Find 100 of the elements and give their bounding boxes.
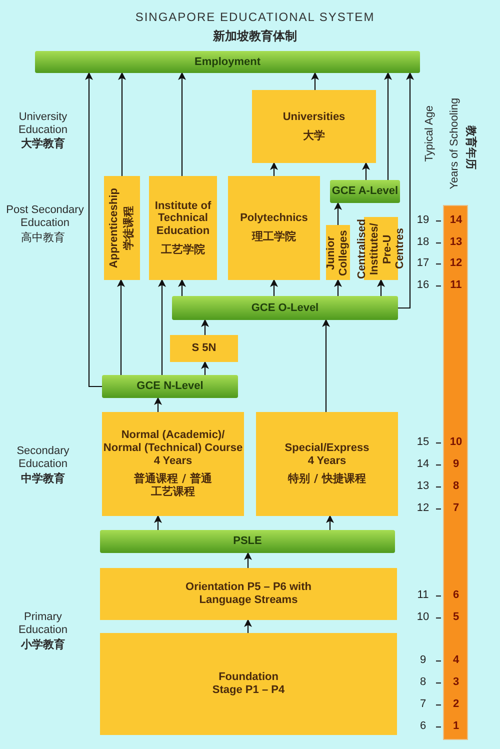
chinese-label: 大学: [303, 130, 325, 142]
arrow: [201, 319, 209, 335]
exam-bar: [172, 296, 398, 320]
years-number: 14: [448, 214, 464, 226]
box-title: GCE O-Level: [251, 302, 319, 314]
box-title: Polytechnics: [240, 212, 308, 225]
chinese-label: 普通课程 / 普通工艺课程: [133, 473, 213, 499]
years-number: 5: [452, 611, 460, 623]
years-number: 3: [452, 676, 460, 688]
arrow: [362, 162, 370, 180]
arrow: [270, 279, 278, 296]
stage-box: [100, 568, 397, 620]
box-title: Centralised Institutes/ Pre-U Centres: [356, 218, 406, 280]
age-number: 18: [416, 236, 430, 248]
stage-box: [149, 176, 217, 280]
arrow: [85, 72, 102, 388]
stage-label: Primary Education: [18, 611, 68, 638]
age-number: 8: [418, 676, 428, 688]
axis-heading: Typical Age: [423, 104, 436, 164]
age-number: 11: [416, 589, 430, 601]
years-number: 2: [452, 698, 460, 710]
exam-bar: [330, 180, 400, 203]
age-number: 14: [416, 458, 430, 470]
box-title: PSLE: [233, 535, 262, 548]
stage-label: Secondary Education: [16, 445, 70, 472]
arrow: [334, 279, 342, 296]
box-title: GCE A-Level: [332, 185, 398, 198]
box-title: Junior Colleges: [325, 228, 351, 278]
stage-label: 高中教育: [20, 232, 66, 246]
stage-box: [256, 412, 398, 516]
title: SINGAPORE EDUCATIONAL SYSTEM: [134, 10, 376, 24]
stage-box: [252, 90, 376, 163]
exam-bar: [102, 375, 238, 398]
years-number: 13: [448, 236, 464, 248]
box-title: Foundation Stage P1 – P4: [211, 671, 286, 697]
arrow: [398, 72, 414, 309]
years-number: 6: [452, 589, 460, 601]
exam-bar: [100, 530, 395, 553]
years-number: 9: [452, 458, 460, 470]
age-number: 19: [416, 214, 430, 226]
stage-label: University Education: [18, 111, 68, 137]
age-number: 6: [418, 720, 428, 732]
arrow: [322, 319, 330, 412]
stage-box: [228, 176, 320, 280]
years-number: 12: [448, 257, 464, 269]
stage-box: [100, 633, 397, 735]
subtitle: 新加坡教育体制: [212, 29, 298, 44]
years-number: 8: [452, 480, 460, 492]
stage-label: 小学教育: [20, 638, 66, 652]
years-number: 11: [449, 279, 463, 291]
age-number: 17: [416, 257, 430, 269]
arrow: [178, 279, 186, 296]
chinese-label: 理工学院: [252, 231, 296, 244]
arrow: [270, 162, 278, 176]
years-number: 10: [448, 436, 464, 448]
axis-heading: Years of Schooling: [448, 96, 462, 192]
age-number: 9: [418, 654, 428, 666]
box-title: S 5N: [192, 342, 216, 355]
arrow: [154, 397, 162, 412]
arrow: [244, 552, 252, 568]
age-number: 16: [416, 279, 430, 291]
stage-label: 中学教育: [20, 472, 66, 486]
stage-label: 大学教育: [20, 137, 66, 150]
chinese-label: 工艺学院: [161, 244, 205, 256]
chinese-label: 学徒课程: [123, 206, 136, 250]
employment-bar: [35, 51, 420, 73]
arrow: [311, 72, 319, 90]
box-title: Apprenticeship: [108, 188, 121, 268]
age-number: 10: [416, 611, 430, 623]
arrow: [158, 279, 166, 375]
arrow: [334, 202, 342, 225]
axis-heading: 教育年历: [464, 124, 477, 172]
arrow: [384, 72, 392, 180]
box-title: Special/Express 4 Years: [284, 442, 370, 468]
box-title: Orientation P5 – P6 with Language Streams: [184, 581, 312, 607]
arrow: [326, 515, 334, 530]
age-number: 7: [418, 698, 428, 710]
box-title: Employment: [194, 56, 260, 68]
stage-box: [326, 225, 350, 280]
years-number: 4: [452, 654, 460, 666]
arrow: [377, 279, 385, 296]
arrow: [244, 619, 252, 633]
stage-box: [102, 412, 244, 516]
arrow: [118, 72, 126, 176]
arrow: [117, 279, 125, 375]
stage-box: [104, 176, 140, 280]
arrow: [201, 361, 209, 375]
arrow: [178, 72, 186, 176]
box-title: Institute of Technical Education: [154, 200, 212, 238]
chinese-label: 特别 / 快捷课程: [288, 473, 366, 486]
box-title: Normal (Academic)/ Normal (Technical) Course 4 Years: [102, 429, 244, 468]
box-title: Universities: [282, 110, 346, 124]
age-number: 12: [416, 502, 430, 514]
box-title: GCE N-Level: [136, 380, 204, 393]
stage-label: Post Secondary Education: [5, 204, 85, 230]
age-number: 15: [416, 436, 430, 448]
stage-box: [170, 335, 238, 362]
arrow: [154, 515, 162, 530]
years-number: 7: [452, 502, 460, 514]
age-number: 13: [416, 480, 430, 492]
